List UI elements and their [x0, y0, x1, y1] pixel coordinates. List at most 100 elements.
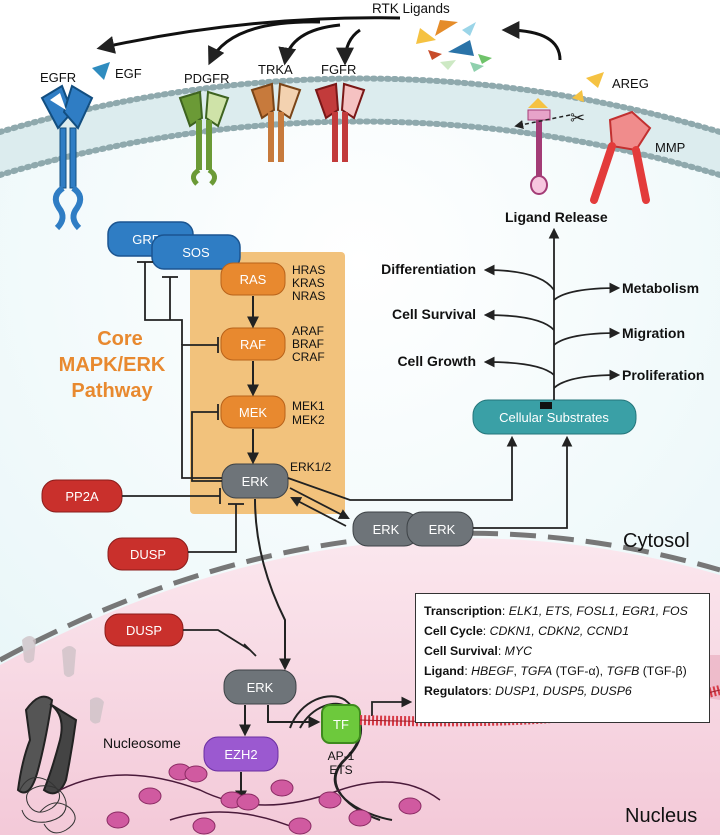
- outcome-tree: [483, 227, 621, 400]
- nuclear-translocation-arrow: [254, 498, 291, 671]
- scissors-icon: ✂: [570, 108, 585, 129]
- dusp-cytosol-label: DUSP: [130, 547, 166, 562]
- targets-cell-cycle-label: Cell Cycle: [424, 624, 483, 638]
- targets-cell-survival-genes: MYC: [504, 644, 532, 658]
- pp2a-label: PP2A: [65, 489, 99, 504]
- feedback-inhibition: [137, 261, 222, 482]
- egfr-receptor: [40, 84, 94, 231]
- core-title-line3: Pathway: [71, 380, 153, 402]
- ligand-release-label: Ligand Release: [505, 209, 608, 225]
- outcome-differentiation: Differentiation: [381, 261, 476, 277]
- substrate-connector-icon: [540, 402, 552, 409]
- egfr-label: EGFR: [40, 70, 76, 85]
- egf-label: EGF: [115, 66, 142, 81]
- mmp-label: MMP: [655, 140, 685, 155]
- targets-cell-survival-label: Cell Survival: [424, 644, 498, 658]
- erk-dimer-right: [406, 511, 474, 547]
- targets-regulators-row: Regulators: DUSP1, DUSP5, DUSP6: [424, 684, 632, 698]
- chromosome-faded-icons: [22, 636, 104, 724]
- areg-ligand-icon-small: [572, 90, 584, 102]
- outcome-proliferation: Proliferation: [622, 367, 704, 383]
- targets-regulators-label: Regulators: [424, 684, 489, 698]
- erk-dimer-right-label: ERK: [429, 522, 456, 537]
- cytosol-label: Cytosol: [623, 530, 690, 552]
- fgfr-label: FGFR: [321, 62, 356, 77]
- gene-targets-box: Transcription: ELK1, ETS, FOSL1, EGR1, F…: [415, 593, 710, 723]
- tf-family-ap1: AP-1: [328, 749, 355, 763]
- mek-isoform-mek2: MEK2: [292, 413, 325, 427]
- dimerization-arrows: [289, 487, 350, 527]
- targets-transcription-label: Transcription: [424, 604, 502, 618]
- pdgfr-receptor: [178, 90, 230, 186]
- tf-label: TF: [333, 717, 349, 732]
- targets-transcription-genes: ELK1, ETS, FOSL1, EGR1, FOS: [508, 604, 688, 618]
- erk-dimer-left-label: ERK: [373, 522, 400, 537]
- dusp-nuclear-inhibition: [183, 629, 251, 651]
- nucleus-label: Nucleus: [625, 805, 697, 827]
- chromosome-icon: [16, 695, 78, 795]
- nucleosome-label: Nucleosome: [103, 735, 181, 751]
- areg-label: AREG: [612, 76, 649, 91]
- raf-isoform-braf: BRAF: [292, 337, 324, 351]
- core-title-line2: MAPK/ERK: [59, 354, 166, 376]
- targets-ligand-n1: (TGF-α),: [552, 664, 607, 678]
- ras-isoform-kras: KRAS: [292, 276, 325, 290]
- core-pathway-box: [190, 252, 345, 514]
- dusp-nuclear-label: DUSP: [126, 623, 162, 638]
- pro-ligand-anchor: [527, 98, 551, 195]
- dusp-cytosol-node: [107, 537, 189, 571]
- cellular-substrates-label: Cellular Substrates: [499, 410, 609, 425]
- mmp-enzyme: [590, 110, 652, 204]
- nucleosome-beads: [106, 763, 422, 835]
- dusp-nuclear-inhibition-bar: [243, 643, 257, 657]
- ras-isoform-nras: NRAS: [292, 289, 325, 303]
- ligand-triangles: [416, 20, 492, 72]
- targets-cell-cycle-row: Cell Cycle: CDKN1, CDKN2, CCND1: [424, 624, 630, 638]
- chromatin-tangle: [19, 777, 76, 834]
- erk-isoform-label: ERK1/2: [290, 460, 332, 474]
- outcome-cell-growth: Cell Growth: [397, 353, 476, 369]
- targets-ligand-p1: TGFA: [520, 664, 553, 678]
- targets-ligand-p2: TGFB: [606, 664, 640, 678]
- erk-nuclear-node: [223, 669, 297, 705]
- trka-label: TRKA: [258, 62, 293, 77]
- erk-label: ERK: [242, 474, 269, 489]
- transcription-start-arrow: [371, 696, 413, 716]
- tf-family-ets: ETS: [329, 763, 352, 777]
- targets-ligand-row: Ligand: HBEGF, TGFA (TGF-α), TGFB (TGF-β…: [424, 664, 687, 678]
- erk-to-tf-arrow: [267, 705, 321, 728]
- mek-isoform-mek1: MEK1: [292, 399, 325, 413]
- erk-nuclear-label: ERK: [247, 680, 274, 695]
- ras-label: RAS: [240, 272, 267, 287]
- sos-node: [151, 234, 241, 270]
- egf-ligand-icon: [92, 62, 110, 80]
- core-title-line1: Core: [97, 328, 143, 350]
- raf-label: RAF: [240, 337, 266, 352]
- outcome-cell-survival: Cell Survival: [392, 306, 476, 322]
- pdgfr-label: PDGFR: [184, 71, 230, 86]
- outcome-migration: Migration: [622, 325, 685, 341]
- targets-ligand-n2: (TGF-β): [639, 664, 687, 678]
- cleavage-arrow: [514, 114, 571, 129]
- raf-isoform-craf: CRAF: [292, 350, 325, 364]
- ezh2-label: EZH2: [224, 747, 257, 762]
- targets-regulators-genes: DUSP1, DUSP5, DUSP6: [495, 684, 632, 698]
- outcome-metabolism: Metabolism: [622, 280, 699, 296]
- mek-label: MEK: [239, 405, 268, 420]
- targets-cell-cycle-genes: CDKN1, CDKN2, CCND1: [489, 624, 630, 638]
- areg-ligand-icon: [586, 72, 604, 88]
- rtk-ligands-label: RTK Ligands: [372, 1, 450, 16]
- ras-isoform-hras: HRAS: [292, 263, 325, 277]
- substrate-arrows: [287, 435, 573, 529]
- targets-ligand-label: Ligand: [424, 664, 465, 678]
- fgfr-receptor: [314, 82, 366, 162]
- ezh2-node: [203, 736, 279, 772]
- dusp-cytosol-inhibition: [188, 504, 237, 553]
- ras-node: [220, 262, 286, 296]
- raf-isoform-araf: ARAF: [292, 324, 324, 338]
- targets-transcription-row: Transcription: ELK1, ETS, FOSL1, EGR1, F…: [424, 604, 688, 618]
- trka-receptor: [250, 82, 302, 162]
- targets-ligand-g1: HBEGF: [471, 664, 514, 678]
- ligand-arrows: [96, 16, 562, 66]
- sos-label: SOS: [182, 245, 210, 260]
